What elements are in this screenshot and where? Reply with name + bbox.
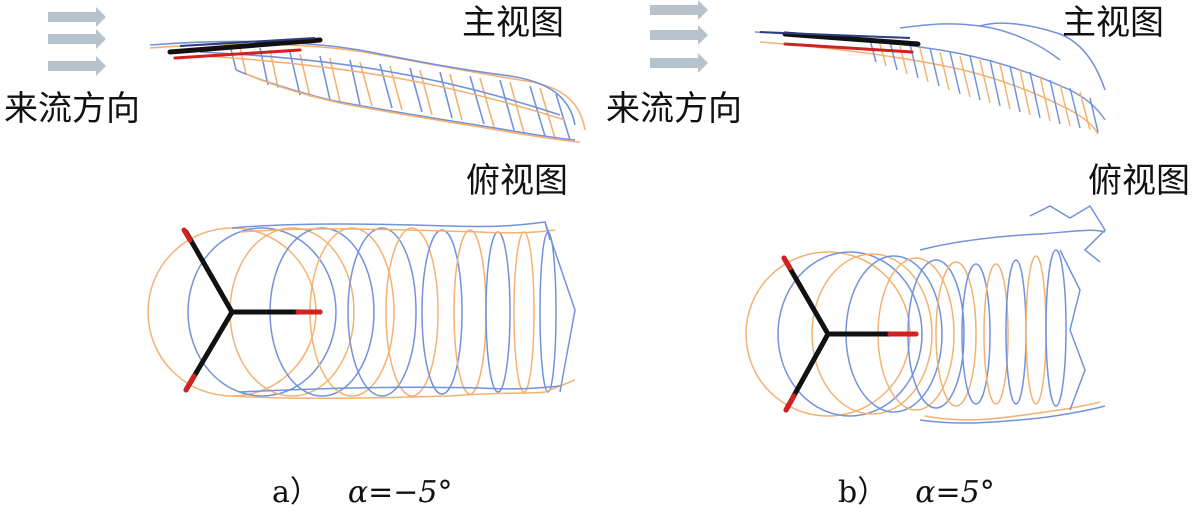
panel-b: 主视图 来流方向 俯视图 b） α=5°	[600, 0, 1200, 526]
front-view-wake	[754, 22, 1106, 135]
panel-a-drawing	[48, 7, 586, 400]
caption-letter: a）	[272, 475, 320, 510]
top-view-label: 俯视图	[1088, 161, 1190, 201]
top-view-rotor	[181, 227, 323, 393]
front-view-blades	[759, 31, 921, 54]
top-view-rotor	[781, 255, 919, 413]
flow-direction-label: 来流方向	[606, 89, 742, 129]
flow-arrows-icon	[48, 7, 106, 76]
top-view-label: 俯视图	[466, 161, 568, 201]
caption-letter: b）	[838, 475, 888, 510]
front-view-blades	[167, 37, 323, 60]
panel-b-drawing	[650, 0, 1106, 424]
top-view-wake	[147, 221, 576, 400]
front-view-label: 主视图	[462, 3, 564, 43]
caption-angle: α=5°	[915, 475, 995, 510]
caption-b: b） α=5°	[838, 478, 995, 508]
caption-angle: α=−5°	[347, 475, 453, 510]
panel-a: 主视图 来流方向 俯视图 a） α=−5°	[4, 3, 586, 508]
top-view-wake	[745, 204, 1106, 424]
flow-arrows-icon	[650, 0, 708, 73]
caption-a: a） α=−5°	[272, 478, 453, 508]
flow-direction-label: 来流方向	[4, 89, 140, 129]
front-view-label: 主视图	[1062, 3, 1164, 43]
